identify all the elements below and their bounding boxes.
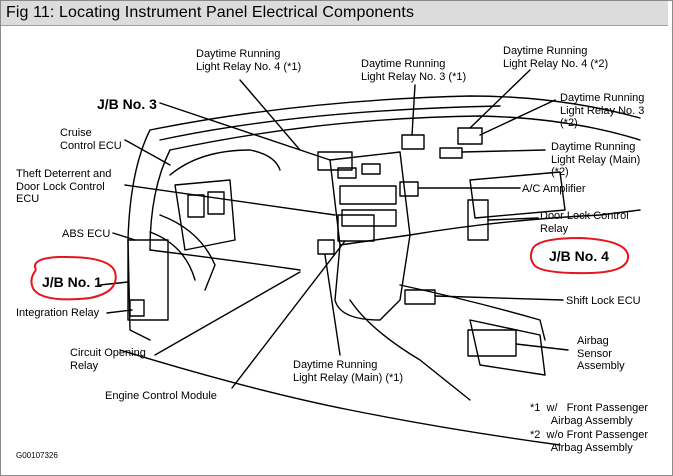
center-stack [329, 151, 411, 246]
left-pillar-inner [149, 149, 171, 251]
vent-1 [337, 167, 357, 179]
leader-airbag [515, 343, 569, 351]
ac-amplifier [399, 181, 419, 197]
cluster-face [174, 179, 236, 251]
leader-drl-main-1 [324, 254, 341, 356]
leader-drl3-1 [411, 84, 416, 136]
leader-theft [124, 184, 336, 216]
climate-panel [341, 209, 397, 227]
abs-label: ABS ECU [62, 228, 111, 240]
door-lock-label: Door Lock Control Relay [540, 210, 629, 235]
note-2: *2 w/o Front Passenger Airbag Assembly [530, 429, 649, 454]
leader-shift-lock [434, 295, 564, 301]
ecm-label: Engine Control Module [105, 390, 217, 402]
left-pillar [127, 129, 151, 241]
drl-main-1-relay [317, 239, 335, 255]
dash-top-outline [149, 95, 641, 131]
drl4-2-label: Daytime Running Light Relay No. 4 (*2) [503, 45, 609, 70]
leader-circuit [154, 271, 301, 356]
jb1-label: J/B No. 1 [42, 274, 102, 290]
drl-main-2-label: Daytime Running Light Relay (Main) (*2) [551, 141, 641, 178]
console-bin [469, 319, 546, 376]
console-top [399, 284, 546, 341]
jb1-highlight-circle [30, 255, 117, 301]
drl3-2-label: Daytime Running Light Relay No. 3 (*2) [560, 92, 645, 129]
leader-abs [112, 232, 136, 241]
jb3-box [317, 151, 353, 171]
vent-2 [361, 163, 381, 175]
drl-main-1-label: Daytime Running Light Relay (Main) (*1) [293, 359, 404, 384]
leader-drl3-2 [479, 99, 556, 136]
airbag-sensor [467, 329, 517, 357]
drl3-1-label: Daytime Running Light Relay No. 3 (*1) [361, 58, 467, 83]
shift-lock-label: Shift Lock ECU [566, 295, 641, 307]
console-side [349, 299, 471, 401]
center-console-lower [334, 234, 411, 321]
steering-column-2 [149, 231, 196, 281]
note-1: *1 w/ Front Passenger Airbag Assembly [530, 402, 648, 427]
drl4-1-label: Daytime Running Light Relay No. 4 (*1) [196, 48, 302, 73]
title-bar: Fig 11: Locating Instrument Panel Electr… [1, 1, 668, 26]
door-lock-relay [467, 199, 489, 241]
ac-amplifier-label: A/C Amplifier [522, 183, 586, 195]
leader-drl-main-2 [461, 149, 546, 153]
jb1-box [127, 239, 169, 321]
windshield-base [159, 105, 501, 141]
cruise-label: Cruise Control ECU [60, 127, 122, 152]
leader-door-lock [487, 217, 539, 221]
steering-column [159, 214, 216, 291]
left-lower-dash [149, 249, 301, 271]
cluster-gauge-left [187, 194, 205, 218]
airbag-label: Airbag Sensor Assembly [577, 335, 625, 372]
dash-upper-curve [169, 115, 641, 151]
drl4-relay [457, 127, 483, 145]
leader-cruise [124, 139, 171, 166]
integration-label: Integration Relay [16, 307, 100, 319]
shift-lock-ecu [404, 289, 436, 305]
ecm-box [337, 214, 375, 242]
cluster-gauge-right [207, 191, 225, 215]
left-kick-panel [127, 239, 151, 341]
leader-integration [106, 309, 133, 314]
figure-code: G00107326 [16, 451, 58, 460]
jb4-highlight-circle [529, 236, 630, 275]
leader-drl4-1 [239, 79, 301, 151]
right-dash-lower [409, 209, 641, 236]
drl-main-relay [439, 147, 463, 159]
drl3-relay [401, 134, 425, 150]
theft-label: Theft Deterrent and Door Lock Control EC… [16, 168, 112, 205]
jb3-label: J/B No. 3 [97, 96, 157, 112]
cluster-hood [169, 149, 281, 176]
figure-title: Fig 11: Locating Instrument Panel Electr… [6, 4, 415, 21]
jb4-label: J/B No. 4 [549, 248, 609, 264]
leader-jb3 [159, 102, 331, 161]
radio [339, 185, 397, 205]
circuit-label: Circuit Opening Relay [70, 347, 146, 372]
leader-drl4-2 [469, 69, 531, 129]
glovebox [469, 171, 566, 219]
floor-line [119, 349, 561, 446]
leader-ecm [231, 240, 346, 389]
integration-relay [129, 299, 145, 317]
